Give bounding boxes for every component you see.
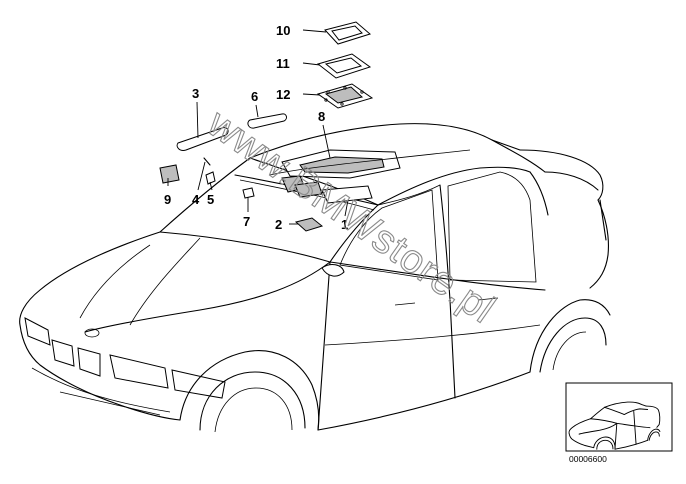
callout-7: 7 <box>243 214 250 229</box>
callout-10: 10 <box>276 23 290 38</box>
part-9-cover <box>159 164 180 184</box>
part-6-grab-handle <box>247 113 287 129</box>
thumbnail-id: 00006600 <box>569 454 607 464</box>
sunroof-frame <box>269 149 471 179</box>
part-3-grab-handle <box>176 127 229 151</box>
callout-1: 1 <box>341 217 348 232</box>
part-2-interior-lamp <box>294 217 324 232</box>
thumbnail-overview: 00006600 <box>565 382 673 464</box>
callout-labels: 10 11 12 3 6 8 9 4 5 7 2 1 <box>164 23 348 232</box>
leader-lines <box>167 29 349 225</box>
part-5-clip <box>205 171 216 185</box>
callout-4: 4 <box>192 192 200 207</box>
part-1-sun-visor <box>321 185 373 204</box>
car-body-outline <box>19 123 611 433</box>
frame-holes <box>324 86 364 106</box>
callout-2: 2 <box>275 217 282 232</box>
callout-8: 8 <box>318 109 325 124</box>
callout-9: 9 <box>164 192 171 207</box>
callout-5: 5 <box>207 192 214 207</box>
callout-3: 3 <box>192 86 199 101</box>
callout-11: 11 <box>276 56 290 71</box>
callout-6: 6 <box>251 89 258 104</box>
part-7-cover-cap <box>242 187 255 199</box>
part-4-screw <box>203 157 211 166</box>
callout-12: 12 <box>276 87 290 102</box>
